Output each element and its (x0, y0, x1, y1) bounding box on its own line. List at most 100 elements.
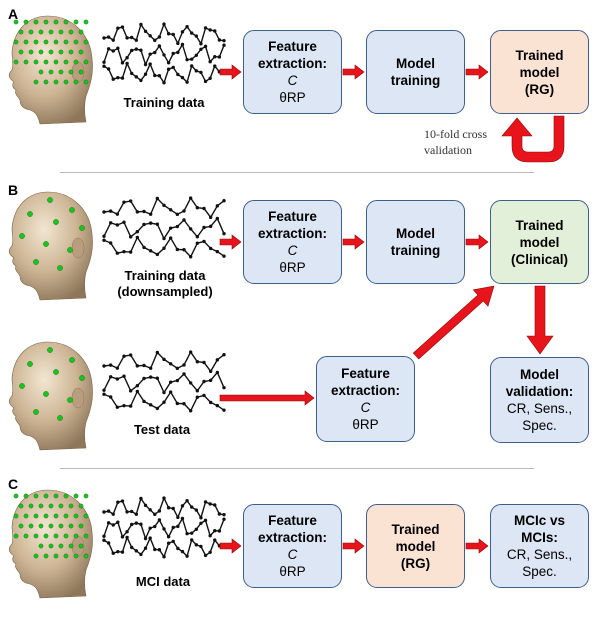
electrode-dot (73, 39, 79, 45)
eeg-sample-dot (202, 225, 206, 230)
electrode-dot (78, 523, 84, 529)
electrode-dot (68, 29, 74, 35)
eeg-sample-dot (162, 400, 166, 404)
electrode-dot (28, 523, 34, 529)
electrode-dot (73, 493, 79, 499)
eeg-sample-dot (188, 255, 193, 259)
eeg-sample-dot (175, 212, 180, 217)
electrode-dot (68, 523, 74, 529)
box-title-2: extraction: (330, 383, 401, 398)
electrode-dot (48, 29, 54, 35)
eeg-sample-dot (134, 521, 139, 525)
eeg-sample-dot (162, 555, 166, 559)
eeg-sample-dot (157, 44, 162, 48)
box-title-1: Trained (515, 217, 564, 233)
electrode-dot (53, 219, 59, 225)
eeg-sample-dot (168, 362, 173, 366)
eeg-sample-dot (106, 541, 111, 545)
eeg-sample-dot (180, 42, 185, 47)
right-arrow-icon (412, 285, 495, 360)
eeg-sample-dot (215, 358, 220, 362)
electrode-dot (43, 391, 49, 397)
eeg-sample-dot (199, 516, 203, 520)
trained-model-rg-box-c: Trained model (RG) (366, 504, 465, 588)
eeg-sample-dot (155, 376, 160, 380)
electrode-dot (48, 543, 54, 549)
eeg-sample-dot (142, 376, 146, 381)
eeg-sample-dot (148, 212, 153, 216)
eeg-sample-dot (102, 210, 106, 214)
box-line-2: θRP (279, 90, 306, 105)
eeg-sample-dot (199, 42, 203, 46)
electrode-dot (53, 513, 59, 519)
feature-extraction-box-c: Feature extraction: C θRP (243, 504, 342, 588)
eeg-sample-dot (153, 547, 157, 552)
electrode-dot (33, 39, 39, 45)
electrode-dot (38, 503, 44, 509)
eeg-sample-dot (182, 209, 186, 213)
divider-bc (60, 468, 534, 469)
eeg-sample-dot (195, 241, 200, 245)
electrode-dot (33, 79, 39, 85)
eeg-sample-dot (203, 26, 208, 30)
electrode-dot (18, 49, 24, 55)
eeg-sample-dot (182, 402, 186, 406)
eeg-sample-dot (143, 536, 148, 541)
eeg-sample-dot (155, 350, 160, 355)
electrode-dot (68, 69, 74, 75)
electrode-dot (43, 553, 49, 559)
electrode-dot (58, 503, 64, 509)
eeg-sample-dot (108, 363, 113, 367)
electrode-dot (83, 39, 89, 45)
feature-extraction-box-test: Feature extraction: C θRP (316, 356, 415, 442)
eeg-sample-dot (106, 509, 111, 513)
eeg-sample-dot (142, 222, 146, 227)
electrode-dot (73, 19, 79, 25)
training-data-caption: Training data (123, 95, 205, 110)
eeg-sample-dot (157, 548, 162, 552)
eeg-sample-dot (194, 53, 199, 58)
eeg-sample-dot (162, 81, 166, 85)
model-validation-box: Model validation: CR, Sens., Spec. (490, 357, 589, 443)
eeg-sample-dot (182, 372, 186, 376)
eeg-sample-dot (129, 48, 134, 53)
eeg-sample-dot (176, 515, 180, 520)
eeg-sample-dot (166, 32, 171, 36)
electrode-dot (63, 513, 69, 519)
electrode-dot (33, 493, 39, 499)
electrode-dot (53, 369, 59, 375)
electrode-dot (83, 533, 89, 539)
eeg-sample-dot (134, 38, 139, 42)
electrode-dot (63, 19, 69, 25)
eeg-trace (103, 217, 225, 240)
training-data-downsampled-caption-2: (downsampled) (117, 284, 213, 299)
box-title-2: extraction: (257, 530, 328, 545)
eeg-sample-dot (116, 46, 120, 50)
eeg-sample-dot (162, 496, 166, 500)
electrode-dot (43, 59, 49, 65)
box-title-2: extraction: (257, 226, 328, 241)
electrode-dot (78, 69, 84, 75)
ear (71, 387, 85, 409)
electrode-dot (13, 513, 19, 519)
eeg-sample-dot (106, 521, 111, 525)
electrode-dot (78, 29, 84, 35)
eeg-sample-dot (162, 527, 166, 531)
eeg-sample-dot (208, 550, 212, 554)
curved-arrow-icon (501, 115, 565, 163)
electrode-dot (23, 533, 29, 539)
eeg-sample-dot (128, 353, 133, 357)
eeg-sample-dot (185, 80, 189, 84)
box-title-1: Feature (341, 366, 390, 381)
electrode-dot (68, 49, 74, 55)
ear (71, 237, 85, 259)
mci-data-caption: MCI data (135, 574, 191, 589)
eeg-sample-dot (142, 363, 146, 368)
eeg-sample-dot (162, 236, 166, 241)
feature-extraction-box-b: Feature extraction: C θRP (243, 200, 342, 284)
eeg-sample-dot (222, 254, 226, 258)
eeg-sample-dot (203, 79, 208, 84)
electrode-dot (83, 553, 89, 559)
eeg-sample-dot (222, 231, 226, 236)
right-arrow-icon (465, 538, 489, 554)
